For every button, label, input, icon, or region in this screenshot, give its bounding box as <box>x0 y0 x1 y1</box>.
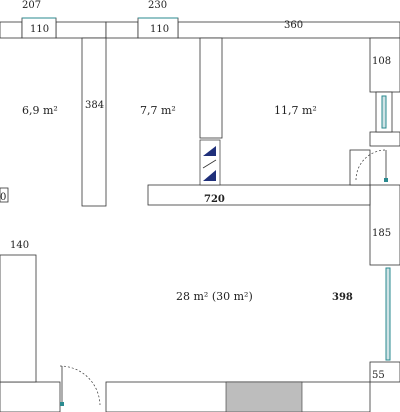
dim-left-stub: 0 <box>0 192 6 203</box>
door-right-hinge <box>384 178 388 182</box>
dim-left-lower: 140 <box>10 240 29 251</box>
corridor-wall <box>147 184 371 206</box>
dim-corridor: 720 <box>204 194 225 205</box>
wall-left-stub <box>0 187 9 203</box>
shaft-triangle-2 <box>203 170 216 181</box>
dim-partition-1: 384 <box>85 100 104 111</box>
wall-top-left <box>0 21 23 39</box>
doors <box>59 149 388 406</box>
door-bottom-arc <box>59 365 101 406</box>
dim-top-right: 360 <box>284 20 303 31</box>
wall-right-mid <box>369 131 400 147</box>
door-bottom-hinge <box>60 402 64 406</box>
shaft-symbols <box>199 139 221 186</box>
shaft-slash <box>202 159 217 169</box>
door-right-arc <box>355 149 387 181</box>
partition-2 <box>199 37 223 139</box>
room-labels: 6,9 m² 7,7 m² 11,7 m² 28 m² (30 m²) <box>22 104 317 303</box>
wall-right-bottom <box>369 361 400 383</box>
windows <box>21 17 393 412</box>
dim-top-left: 207 <box>22 0 41 11</box>
interior-walls <box>0 37 371 383</box>
dim-window-2: 110 <box>150 24 169 35</box>
dimension-labels: 207 230 110 110 360 108 384 720 185 140 … <box>0 0 391 381</box>
room-area-living: 28 m² (30 m²) <box>176 290 253 303</box>
partition-1 <box>81 37 107 207</box>
room-area-3: 11,7 m² <box>274 104 317 117</box>
dim-window-1: 110 <box>30 24 49 35</box>
room-area-2: 7,7 m² <box>140 104 176 117</box>
shaft-triangle-1 <box>203 146 216 156</box>
wall-left-lower <box>0 254 37 383</box>
dim-right-mid: 185 <box>372 228 391 239</box>
dim-right-bottom: 55 <box>372 370 385 381</box>
dim-top-mid: 230 <box>148 0 167 11</box>
wall-right-upper <box>369 37 400 93</box>
dim-right-wall: 108 <box>372 56 391 67</box>
partition-right-door <box>349 149 371 186</box>
wall-right-185 <box>369 184 400 266</box>
bottom-gray-block <box>225 381 303 412</box>
wall-top-mid-2 <box>105 21 139 39</box>
wall-bottom-left <box>0 381 61 412</box>
room-area-1: 6,9 m² <box>22 104 58 117</box>
dim-living-depth: 398 <box>332 292 353 303</box>
wall-top-mid-1 <box>55 21 107 39</box>
window-right-glass <box>381 95 387 129</box>
glazing-right-living <box>385 267 391 361</box>
